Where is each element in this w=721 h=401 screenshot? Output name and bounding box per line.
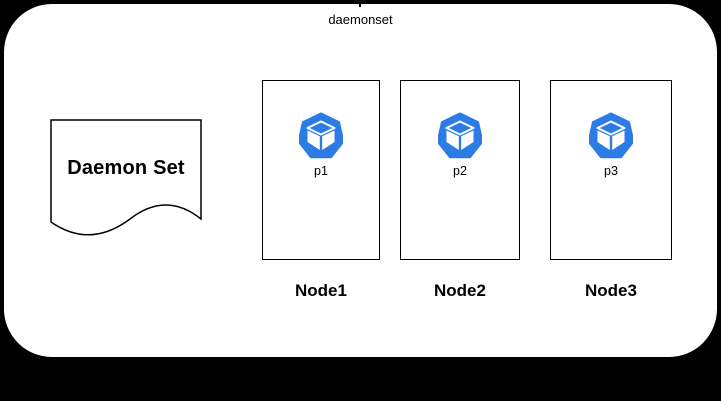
document-shape-icon bbox=[50, 119, 202, 236]
node-box-1: p1 bbox=[262, 80, 380, 260]
daemon-set-label: Daemon Set bbox=[67, 157, 185, 179]
node-group-1: p1 Node1 bbox=[262, 80, 380, 301]
kubernetes-pod-icon bbox=[589, 112, 633, 159]
pod-label: p3 bbox=[604, 164, 618, 178]
node-group-3: p3 Node3 bbox=[550, 80, 672, 301]
node-group-2: p2 Node2 bbox=[400, 80, 520, 301]
node-name-label: Node2 bbox=[434, 281, 486, 300]
top-center-tick bbox=[359, 2, 361, 7]
diagram-title: daemonset bbox=[328, 12, 393, 27]
daemon-set-shape: Daemon Set bbox=[50, 119, 202, 241]
kubernetes-pod-icon bbox=[438, 112, 482, 159]
kubernetes-pod-icon bbox=[299, 112, 343, 159]
pod-label: p2 bbox=[453, 164, 467, 178]
pod-label: p1 bbox=[314, 164, 328, 178]
node-name-label: Node3 bbox=[585, 281, 637, 300]
node-box-2: p2 bbox=[400, 80, 520, 260]
node-box-3: p3 bbox=[550, 80, 672, 260]
node-name-label: Node1 bbox=[295, 281, 347, 300]
